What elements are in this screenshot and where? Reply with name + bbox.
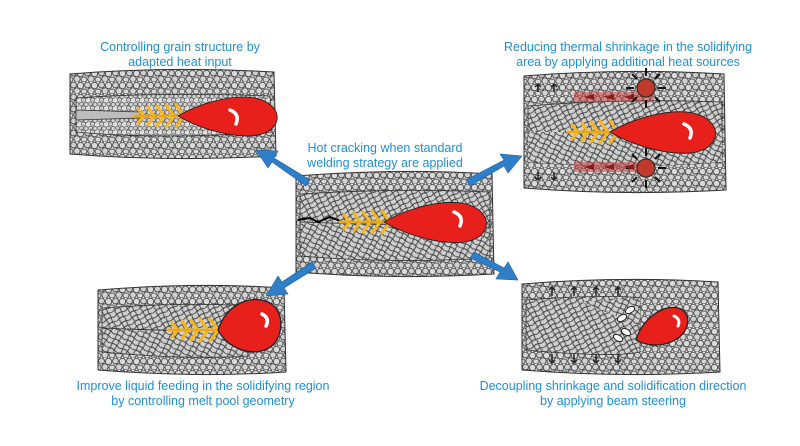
caption-line: Hot cracking when standard — [307, 141, 463, 155]
caption-line: Reducing thermal shrinkage in the solidi… — [503, 40, 753, 54]
arrow-to-bottom-left — [265, 261, 317, 297]
panel-liquid-feeding — [97, 284, 287, 376]
caption-hot-cracking: Hot cracking when standard welding strat… — [290, 141, 480, 171]
caption-grain-structure: Controlling grain structure by adapted h… — [80, 40, 280, 70]
caption-line: Decoupling shrinkage and solidification … — [479, 379, 747, 393]
crack — [297, 215, 341, 224]
caption-thermal-shrinkage: Reducing thermal shrinkage in the solidi… — [478, 40, 778, 70]
panel-beam-steering — [521, 278, 721, 376]
caption-line: by applying beam steering — [540, 394, 686, 408]
arrow-to-top-right — [465, 153, 523, 187]
heat-source-top — [626, 68, 666, 108]
panel-grain-structure — [69, 68, 278, 160]
caption-line: welding strategy are applied — [307, 156, 463, 170]
panel-hot-cracking — [295, 170, 495, 278]
caption-line: Controlling grain structure by — [100, 40, 260, 54]
caption-line: area by applying additional heat sources — [516, 55, 740, 69]
caption-liquid-feeding: Improve liquid feeding in the solidifyin… — [58, 379, 348, 409]
arrow-to-top-left — [255, 149, 311, 187]
caption-line: by controlling melt pool geometry — [111, 394, 295, 408]
caption-line: adapted heat input — [128, 55, 232, 69]
caption-line: Improve liquid feeding in the solidifyin… — [76, 379, 330, 393]
caption-beam-steering: Decoupling shrinkage and solidification … — [468, 379, 758, 409]
arrow-to-bottom-right — [469, 251, 519, 281]
panel-additional-heat-sources — [523, 68, 727, 194]
